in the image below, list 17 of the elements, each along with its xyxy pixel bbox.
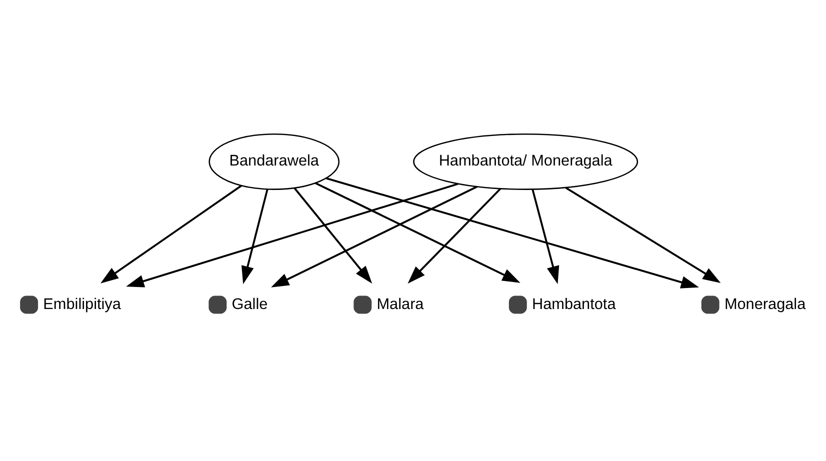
node-label: Galle xyxy=(232,295,268,312)
arrow xyxy=(408,188,502,284)
arrow xyxy=(242,188,268,284)
arrow xyxy=(315,182,520,282)
node-ellipse: Bandarawela xyxy=(208,132,340,190)
arrow xyxy=(532,188,560,284)
arrow xyxy=(565,186,721,283)
node-label: Hambantota xyxy=(532,295,616,312)
arrow xyxy=(126,182,458,287)
node-label: Malara xyxy=(376,295,424,312)
arrow xyxy=(100,184,242,283)
node-label: Embilipitiya xyxy=(43,295,121,312)
arrow xyxy=(294,187,372,284)
node-label: Moneragala xyxy=(724,295,806,312)
node-ellipse: Hambantota/ Moneragala xyxy=(413,132,638,190)
arrow xyxy=(326,176,699,288)
arrow xyxy=(271,185,478,287)
